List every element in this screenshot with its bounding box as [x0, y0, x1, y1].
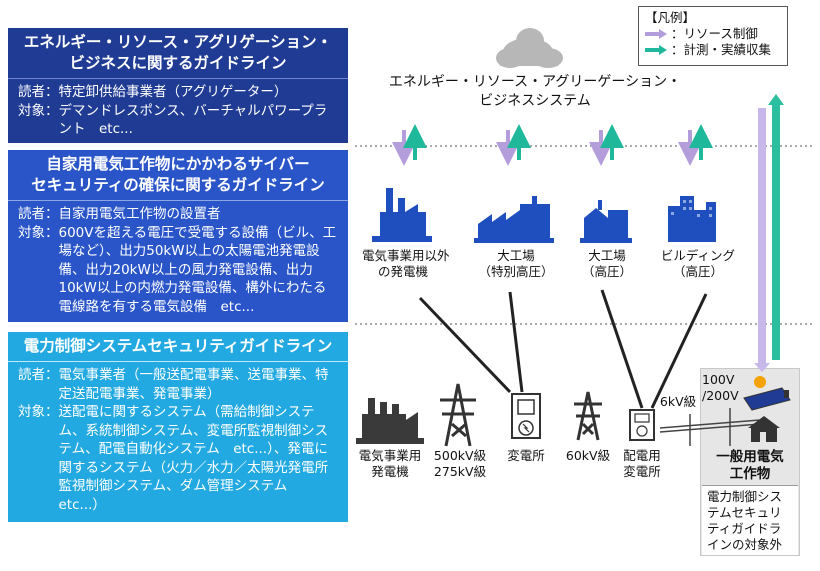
distribution-line: [659, 408, 761, 446]
power-control-guideline-title: 電力制御システムセキュリティガイドライン: [8, 332, 348, 362]
targets-key: 対象：: [18, 224, 59, 241]
distribution-substation-icon: [629, 409, 655, 441]
cloud-icon: [496, 28, 563, 68]
aggregation-guideline-body: 読者：特定卸供給事業者（アグリゲーター） 対象：デマンドレスポンス、バーチャルパ…: [8, 79, 348, 145]
large-factory-special-label: 大工場 （特別高圧）: [478, 248, 554, 279]
readers-key: 読者：: [18, 84, 59, 100]
voltage-100v-label: 100V /200V: [702, 372, 739, 403]
out-of-scope-note: 電力制御シス テムセキュリ ティガイドラ インの対象外: [702, 485, 798, 555]
readers-key: 読者：: [18, 206, 59, 222]
non-utility-plant-label: 電気事業用以外 の発電機: [362, 248, 450, 279]
targets-value: デマンドレスポンス、バーチャルパワープラント etc...: [58, 102, 328, 138]
aggregation-guideline-panel: エネルギー・リソース・アグリゲーション・ ビジネスに関するガイドライン 読者：特…: [8, 28, 348, 143]
power-control-guideline-panel: 電力制御システムセキュリティガイドライン 読者：電気事業者（一般送配電事業、送電…: [8, 332, 348, 522]
transmission-60-label: 60kV級: [565, 448, 611, 463]
targets-key: 対象：: [18, 404, 59, 420]
aggregation-guideline-title: エネルギー・リソース・アグリゲーション・ ビジネスに関するガイドライン: [8, 28, 348, 79]
legend-title: 【凡例】: [645, 10, 696, 25]
arrow-pair-1: [392, 124, 427, 166]
arrow-pair-3: [589, 124, 624, 166]
building-label: ビルディング （高圧）: [660, 248, 736, 279]
private-facility-guideline-panel: 自家用電気工作物にかかわるサイバー セキュリティの確保に関するガイドライン 読者…: [8, 150, 348, 322]
voltage-6kv-label: 6kV級: [659, 394, 697, 409]
power-control-guideline-body: 読者：電気事業者（一般送配電事業、送電事業、特定送配電事業、発電事業） 対象：送…: [8, 362, 348, 520]
large-factory-high-icon: [580, 200, 632, 243]
arrow-pair-4: [678, 124, 713, 166]
residential-green-bar: [772, 105, 780, 360]
private-facility-guideline-body: 読者：自家用電気工作物の設置者 対象：600Vを超える電圧で受電する設備（ビル、…: [8, 201, 348, 322]
legend-measure-label: ：計測・実績収集: [671, 42, 772, 57]
legend-row-control: ：リソース制御: [645, 26, 781, 42]
arrow-pair-2: [496, 124, 531, 166]
large-factory-high-label: 大工場 （高圧）: [581, 248, 632, 279]
transmission-tower-60-icon: [574, 391, 602, 441]
solar-panel-icon: [743, 376, 791, 411]
targets-key: 対象：: [18, 102, 59, 119]
control-arrow-pairs: [392, 124, 713, 166]
connection-lines: [418, 289, 708, 409]
substation-icon: [511, 393, 541, 439]
transmission-500-label: 500kV級 275kV級: [433, 448, 487, 479]
readers-value: 自家用電気工作物の設置者: [58, 206, 221, 222]
building-icon: [668, 196, 716, 242]
residential-arrows: [754, 94, 784, 372]
transmission-tower-500-icon: [440, 383, 476, 447]
distribution-substation-label: 配電用 変電所: [623, 448, 661, 479]
non-utility-plant-icon: [372, 188, 432, 242]
utility-plant-icon: [356, 398, 424, 444]
purple-arrow-icon: [645, 29, 667, 39]
legend-row-measure: ：計測・実績収集: [645, 42, 781, 58]
general-facility-title: 一般用電気 工作物: [716, 449, 784, 482]
utility-plant-label: 電気事業用 発電機: [358, 448, 422, 479]
large-factory-special-icon: [474, 196, 554, 243]
green-arrow-icon: [645, 45, 667, 55]
house-icon: [748, 416, 780, 442]
legend-control-label: ：リソース制御: [671, 26, 758, 41]
readers-value: 電気事業者（一般送配電事業、送電事業、特定送配電事業、発電事業）: [58, 367, 329, 402]
readers-key: 読者：: [18, 367, 59, 383]
targets-value: 600Vを超える電圧で受電する設備（ビル、工場など）、出力50kW以上の太陽電池…: [58, 224, 337, 315]
residential-purple-bar: [758, 108, 766, 363]
private-facility-guideline-title: 自家用電気工作物にかかわるサイバー セキュリティの確保に関するガイドライン: [8, 150, 348, 201]
legend: 【凡例】 ：リソース制御 ：計測・実績収集: [638, 6, 788, 66]
targets-value: 送配電に関するシステム（需給制御システム、系統制御システム、変電所監視制御システ…: [58, 404, 329, 513]
aggregation-system-title: エネルギー・リソース・アグリーゲーション・ ビジネスシステム: [388, 74, 682, 109]
readers-value: 特定卸供給事業者（アグリゲーター）: [58, 84, 288, 100]
substation-label: 変電所: [507, 448, 545, 463]
